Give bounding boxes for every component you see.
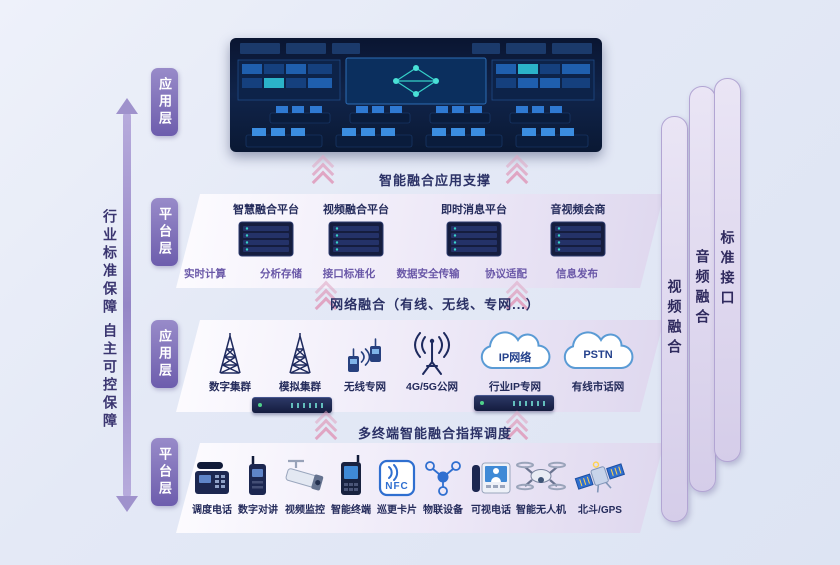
terminal-item-label: 智能无人机 (516, 505, 566, 516)
terminal-item: 智能终端 (331, 452, 371, 516)
guarantee-label-industry: 行业标准保障 (102, 209, 118, 317)
nfc-label: NFC (385, 481, 409, 492)
network-item-label: 4G/5G公网 (406, 381, 458, 393)
lattice-tower-icon (219, 333, 241, 374)
terminal-item: 调度电话 (190, 452, 234, 516)
server-rack-icon (328, 221, 384, 257)
caption-network-fusion: 网络融合（有线、无线、专网...） (330, 297, 540, 312)
terminal-item-label: 数字对讲 (238, 505, 278, 516)
lattice-tower-icon (289, 333, 311, 374)
terminal-item: 北斗/GPS (573, 452, 627, 516)
terminal-item-label: 巡更卡片 (377, 505, 417, 516)
platform-unit: 即时消息平台 (424, 201, 524, 257)
platform-unit: 智慧融合平台 (216, 201, 316, 257)
terminal-item: 物联设备 (422, 452, 464, 516)
layer-chip-platform-1: 平台层 (151, 198, 178, 266)
terminal-item: 视频监控 (282, 452, 328, 516)
drone-icon (516, 461, 566, 491)
layer-chip-platform-2: 平台层 (151, 438, 178, 506)
network-item: 4G/5G公网 (406, 326, 458, 394)
server-rack-icon (446, 221, 502, 257)
caption-app-support: 智能融合应用支撑 (378, 173, 491, 188)
terminal-item-label: 调度电话 (192, 505, 232, 516)
network-item-label: 行业IP专网 (489, 381, 541, 393)
platform-name: 智慧融合平台 (233, 204, 299, 216)
network-item-label: 有线市话网 (571, 381, 625, 393)
capability-label: 协议适配 (485, 268, 527, 280)
side-bar-audio-fusion: 音频融合 (689, 86, 716, 492)
network-item: 无线专网 (342, 326, 388, 394)
guarantee-label-autonomy: 自主可控保障 (102, 323, 118, 431)
control-room-image (230, 38, 602, 152)
side-bar-standard-interface: 标准接口 (714, 78, 741, 462)
network-item: PSTN 有线市话网 (558, 326, 638, 394)
satellite-icon (574, 461, 626, 493)
layer-chip-application-2: 应用层 (151, 320, 178, 388)
side-bar-video-fusion: 视频融合 (661, 116, 688, 522)
terminal-item: 智能无人机 (514, 452, 568, 516)
control-room-graphic (230, 38, 602, 152)
terminal-item: NFC 巡更卡片 (377, 452, 417, 516)
platform-unit: 音视频会商 (528, 201, 628, 257)
capability-label: 分析存储 (260, 268, 302, 280)
caption-terminal-dispatch: 多终端智能融合指挥调度 (357, 426, 512, 441)
wireless-nodes-icon (348, 338, 381, 372)
antenna-mast-icon (414, 332, 450, 375)
terminal-item: 数字对讲 (238, 452, 278, 516)
capability-label: 数据安全传输 (396, 268, 460, 280)
platform-name: 视频融合平台 (323, 204, 389, 216)
terminal-item-label: 可视电话 (471, 505, 511, 516)
platform-name: 音视频会商 (550, 204, 606, 216)
terminal-item-label: 物联设备 (423, 505, 463, 516)
nfc-card-icon (378, 459, 416, 497)
layer-chip-application-1: 应用层 (151, 68, 178, 136)
cloud-label: IP网络 (498, 352, 532, 364)
terminal-item-label: 北斗/GPS (578, 505, 622, 516)
gateway-icon (474, 395, 554, 411)
server-rack-icon (550, 221, 606, 257)
server-rack-icon (238, 221, 294, 257)
network-item-label: 数字集群 (209, 381, 251, 393)
cctv-camera-icon (285, 459, 324, 491)
gateway-icon (252, 397, 332, 413)
network-item: 模拟集群 (279, 326, 321, 394)
terminal-item-label: 智能终端 (331, 505, 371, 516)
cloud-label: PSTN (583, 349, 613, 361)
network-item-label: 无线专网 (344, 381, 386, 393)
iot-nodes-icon (425, 461, 461, 496)
cloud-icon (563, 331, 634, 370)
cloud-icon (480, 331, 551, 370)
terminal-item-label: 视频监控 (285, 505, 325, 516)
capability-label: 接口标准化 (322, 268, 376, 280)
platform-name: 即时消息平台 (441, 204, 507, 216)
network-item-label: 模拟集群 (279, 381, 321, 393)
capability-label: 信息发布 (556, 268, 598, 280)
double-arrow-icon (116, 98, 138, 512)
network-item: 数字集群 (209, 326, 251, 394)
handheld-terminal-icon (341, 455, 361, 495)
capability-label: 实时计算 (184, 268, 226, 280)
walkie-talkie-icon (249, 456, 266, 495)
platform-unit: 视频融合平台 (306, 201, 406, 257)
desk-phone-icon (195, 462, 229, 494)
network-item: IP网络 行业IP专网 (475, 326, 555, 394)
video-phone-icon (472, 462, 511, 494)
terminal-item: 可视电话 (468, 452, 514, 516)
